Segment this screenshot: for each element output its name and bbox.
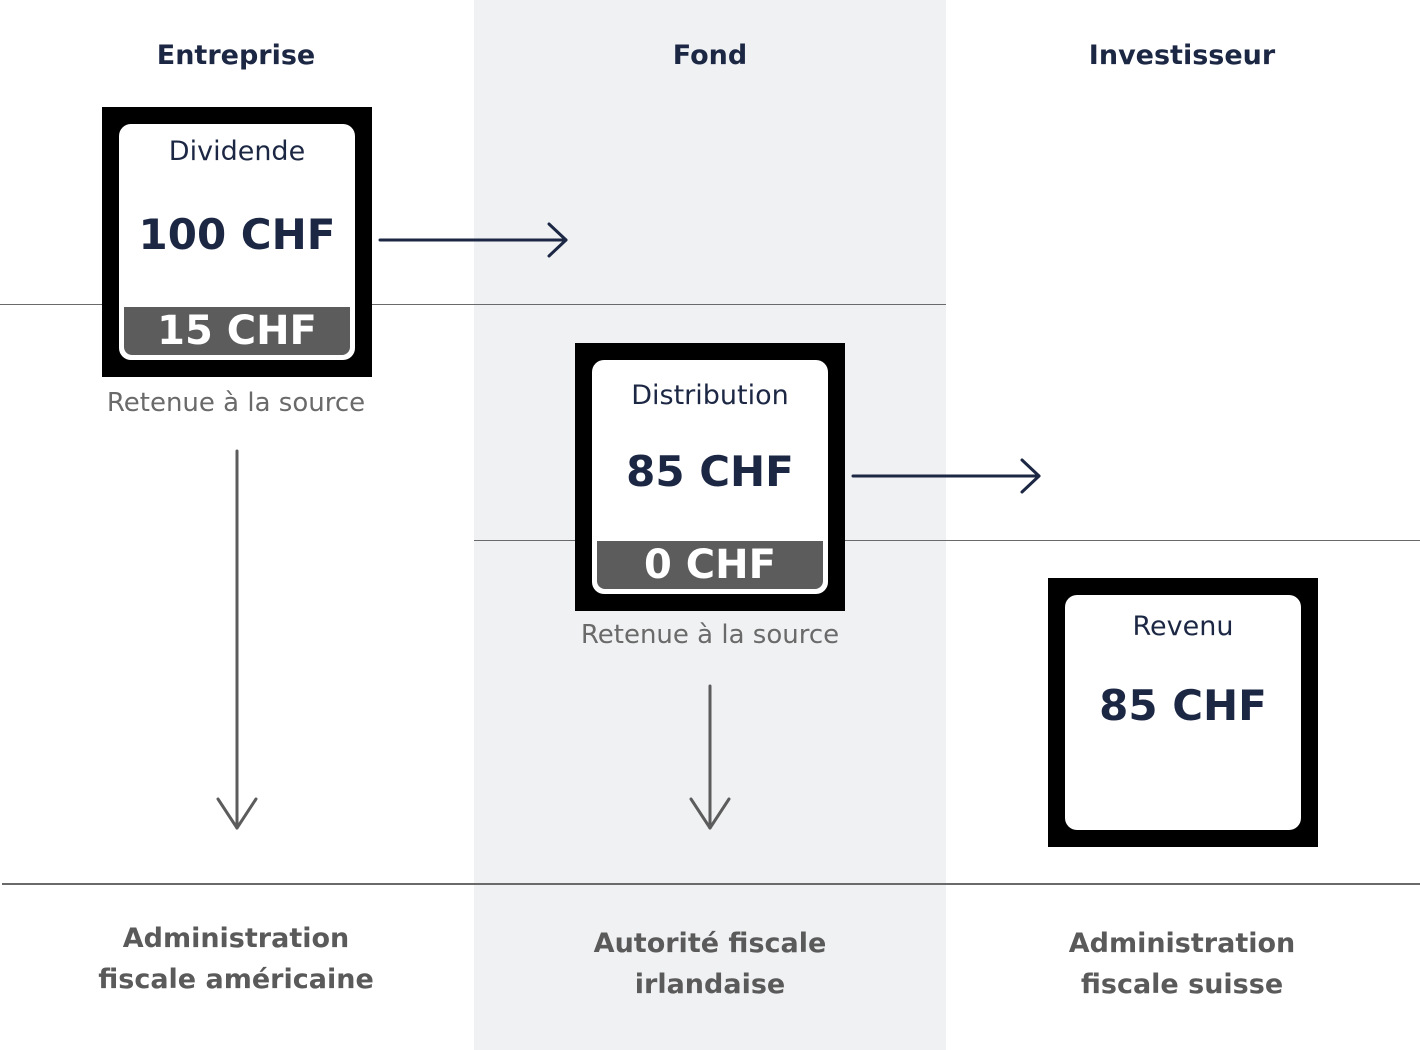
authority-irlandaise: Autorité fiscale irlandaise: [474, 923, 946, 1005]
authority-americaine-line1: Administration: [122, 923, 350, 954]
column-title-fond: Fond: [672, 40, 748, 71]
distribution-card-inner: Distribution 85 CHF 0 CHF: [592, 360, 828, 594]
revenu-value: 85 CHF: [1099, 681, 1267, 730]
authority-suisse-line2: fiscale suisse: [1080, 969, 1284, 1000]
distribution-value: 85 CHF: [626, 447, 794, 496]
authority-irlandaise-line2: irlandaise: [634, 969, 786, 1000]
divider-line-authorities: [2, 883, 1420, 885]
revenu-card: Revenu 85 CHF: [1048, 578, 1318, 847]
arrow-right-distribution: [851, 458, 1041, 494]
arrow-down-fond: [689, 684, 731, 830]
authority-americaine-line2: fiscale américaine: [98, 964, 374, 995]
revenu-label: Revenu: [1132, 611, 1234, 642]
divider-line-tax-fond: [474, 540, 1420, 541]
authority-suisse: Administration fiscale suisse: [946, 923, 1418, 1005]
dividende-card-inner: Dividende 100 CHF 15 CHF: [119, 124, 355, 360]
arrow-right-dividende: [378, 222, 568, 258]
distribution-card: Distribution 85 CHF 0 CHF: [575, 343, 845, 611]
revenu-card-inner: Revenu 85 CHF: [1065, 595, 1301, 830]
dividende-tax: 15 CHF: [124, 307, 350, 355]
column-title-entreprise: Entreprise: [156, 40, 316, 71]
authority-suisse-line1: Administration: [1068, 928, 1296, 959]
retenue-label-entreprise: Retenue à la source: [106, 388, 366, 418]
distribution-tax: 0 CHF: [597, 541, 823, 589]
authority-americaine: Administration fiscale américaine: [0, 918, 472, 1000]
divider-line-tax-entreprise: [0, 304, 946, 305]
authority-irlandaise-line1: Autorité fiscale: [593, 928, 827, 959]
distribution-label: Distribution: [631, 380, 789, 411]
retenue-label-fond: Retenue à la source: [580, 620, 840, 650]
dividende-card: Dividende 100 CHF 15 CHF: [102, 107, 372, 377]
dividende-value: 100 CHF: [138, 210, 336, 259]
arrow-down-entreprise: [216, 449, 258, 830]
dividende-label: Dividende: [168, 136, 306, 167]
column-title-investisseur: Investisseur: [1088, 40, 1276, 71]
